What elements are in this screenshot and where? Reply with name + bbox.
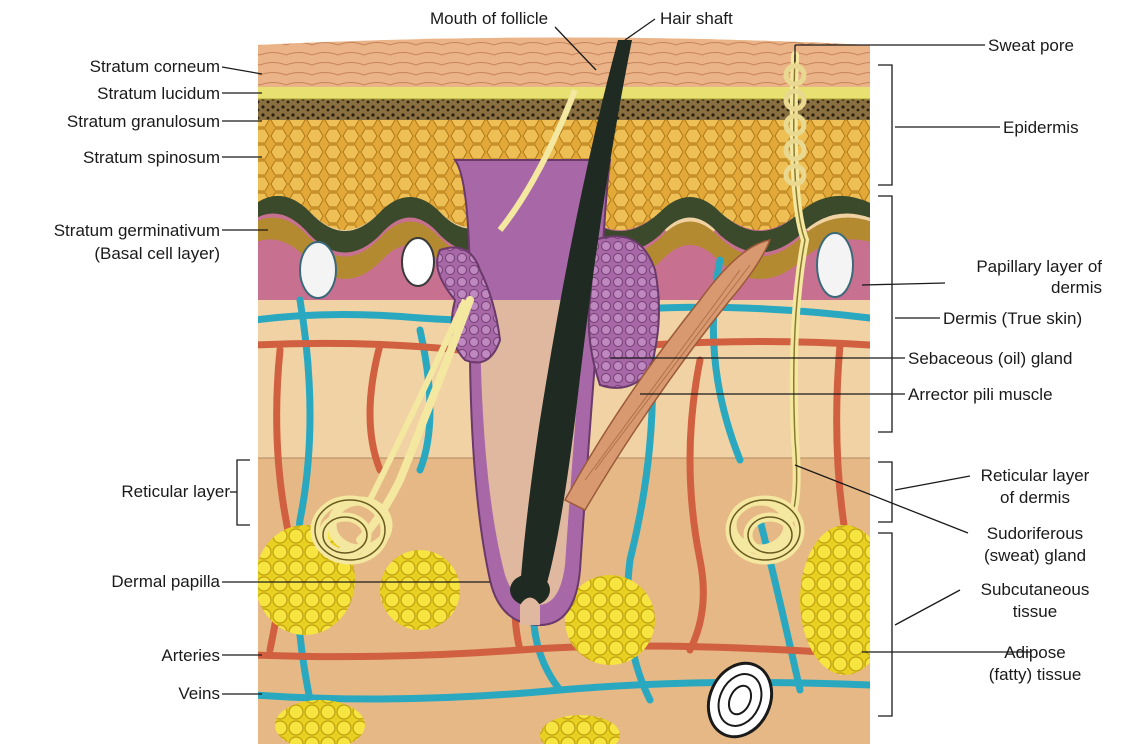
label-stratum-corneum: Stratum corneum (90, 56, 220, 77)
label-papillary-dermis: dermis (1051, 277, 1102, 298)
capillary-loop-2 (817, 233, 853, 297)
label-stratum-lucidum: Stratum lucidum (97, 83, 220, 104)
label-sebaceous-gland: Sebaceous (oil) gland (908, 348, 1072, 369)
label-sweat-gland: (sweat) gland (960, 545, 1110, 566)
label-subcutaneous: Subcutaneous (960, 579, 1110, 600)
label-dermal-papilla: Dermal papilla (111, 571, 220, 592)
label-fatty-tissue: (fatty) tissue (960, 664, 1110, 685)
label-stratum-germinativum: Stratum germinativum (54, 220, 220, 241)
label-of-dermis: of dermis (960, 487, 1110, 508)
label-adipose: Adipose (960, 642, 1110, 663)
dermal-papilla-shape (520, 598, 540, 626)
label-dermis: Dermis (True skin) (943, 308, 1082, 329)
label-veins: Veins (178, 683, 220, 704)
label-arrector-pili-muscle: Arrector pili muscle (908, 384, 1053, 405)
label-epidermis: Epidermis (1003, 117, 1079, 138)
label-basal-cell-layer: (Basal cell layer) (94, 243, 220, 264)
label-tissue: tissue (960, 601, 1110, 622)
label-reticular-layer: Reticular layer (121, 481, 230, 502)
label-arteries: Arteries (161, 645, 220, 666)
label-hair-shaft: Hair shaft (660, 8, 733, 29)
nerve-ending-1 (402, 238, 434, 286)
label-stratum-spinosum: Stratum spinosum (83, 147, 220, 168)
label-mouth-of-follicle: Mouth of follicle (430, 8, 548, 29)
label-stratum-granulosum: Stratum granulosum (67, 111, 220, 132)
capillary-loop-1 (300, 242, 336, 298)
label-reticular-layer-dermis: Reticular layer (960, 465, 1110, 486)
label-papillary-layer: Papillary layer of (976, 256, 1102, 277)
sebaceous-gland-right (589, 236, 659, 388)
label-sweat-pore: Sweat pore (988, 35, 1074, 56)
label-sudoriferous: Sudoriferous (960, 523, 1110, 544)
